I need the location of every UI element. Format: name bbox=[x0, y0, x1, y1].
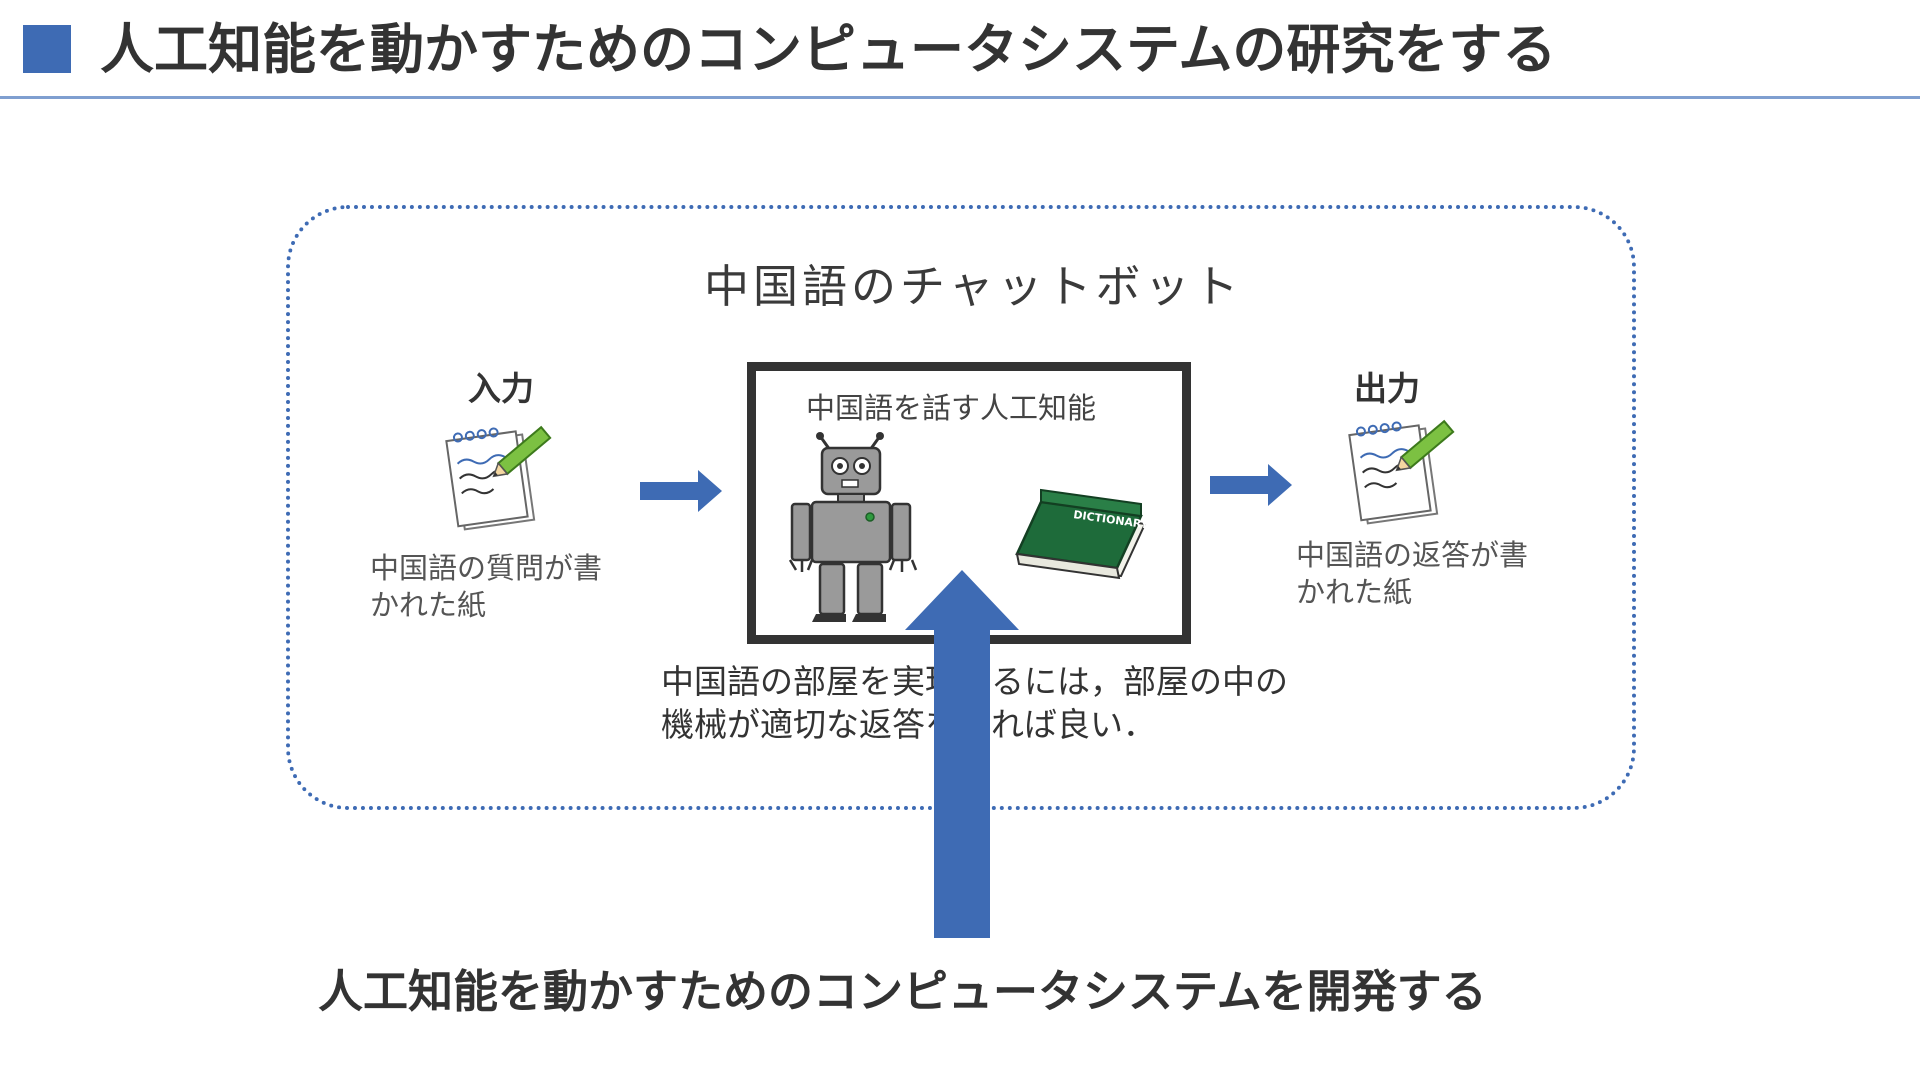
input-label: 入力 bbox=[468, 369, 534, 408]
title-divider bbox=[0, 96, 1920, 99]
output-description-line2: かれた紙 bbox=[1296, 575, 1413, 609]
title-square-marker bbox=[23, 25, 71, 73]
input-description-line2: かれた紙 bbox=[370, 588, 487, 622]
slide-title: 人工知能を動かすためのコンピュータシステムの研究をする bbox=[100, 18, 1557, 81]
arrow-up-icon bbox=[905, 570, 1019, 938]
robot-icon bbox=[788, 432, 918, 622]
dictionary-book-icon: DICTIONARY bbox=[1015, 488, 1150, 580]
arrow-right-icon bbox=[640, 470, 722, 512]
notepad-pencil-icon bbox=[1348, 419, 1455, 525]
arrow-right-icon bbox=[1210, 464, 1292, 506]
output-label: 出力 bbox=[1354, 369, 1420, 408]
input-description-line1: 中国語の質問が書 bbox=[370, 551, 603, 585]
ai-box-label: 中国語を話す人工知能 bbox=[806, 391, 1097, 425]
bottom-statement: 人工知能を動かすためのコンピュータシステムを開発する bbox=[318, 965, 1487, 1018]
output-description-line1: 中国語の返答が書 bbox=[1296, 538, 1529, 572]
notepad-pencil-icon bbox=[445, 425, 552, 531]
caption-line2: 機械が適切な返答をすれば良い． bbox=[661, 705, 1156, 744]
chatbot-title: 中国語のチャットボット bbox=[704, 260, 1243, 313]
